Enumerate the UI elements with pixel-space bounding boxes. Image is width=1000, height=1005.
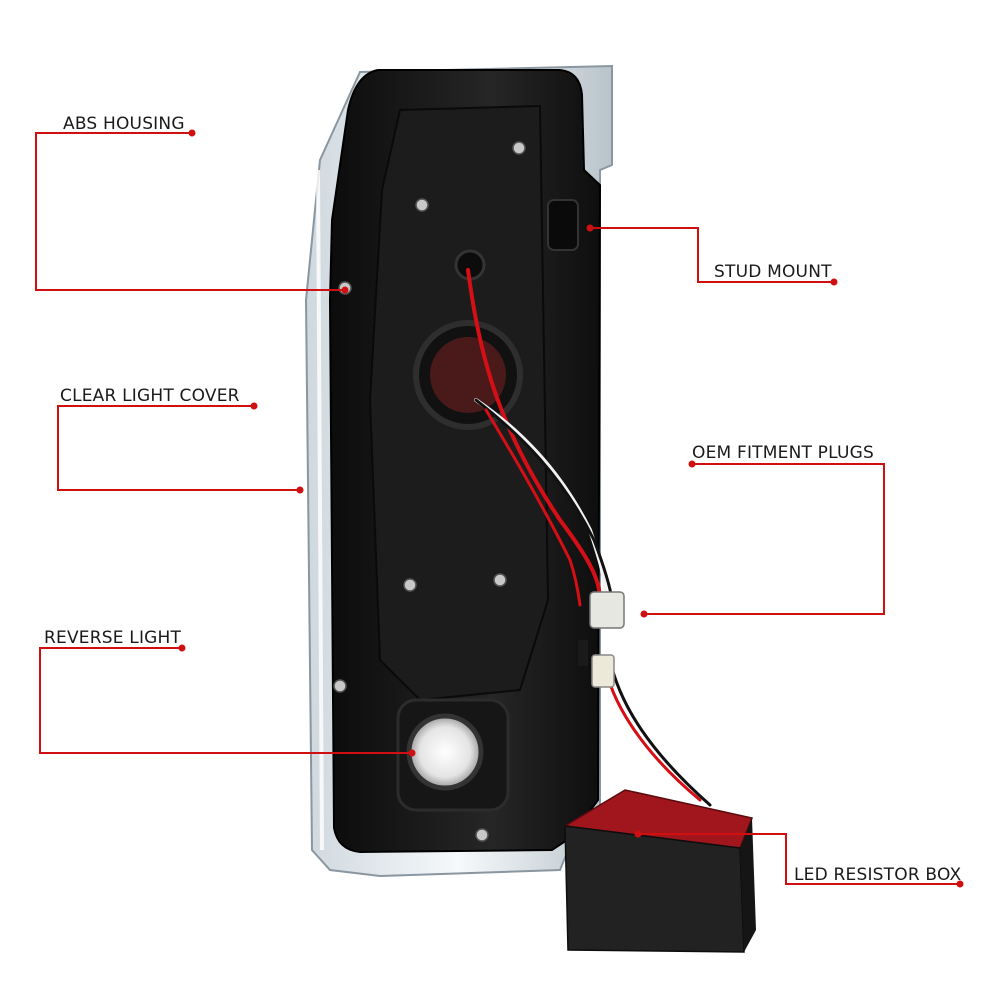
resistor-box-side xyxy=(740,818,756,952)
oem-plug-primary xyxy=(589,591,625,629)
lens-edge-highlight xyxy=(316,169,324,851)
leader-lines xyxy=(35,132,960,885)
mounting-screws xyxy=(333,141,526,842)
wiring-harness xyxy=(466,268,712,807)
callout-stud-mount: STUD MOUNT xyxy=(714,262,832,282)
leader-dots xyxy=(178,129,964,888)
callout-abs-housing: ABS HOUSING xyxy=(63,114,185,134)
upper-socket-inner xyxy=(430,337,506,413)
callout-led-resistor-box: LED RESISTOR BOX xyxy=(794,865,962,885)
stud-mount-shape xyxy=(547,199,579,251)
callout-reverse-light: REVERSE LIGHT xyxy=(44,628,182,648)
callout-clear-light-cover: CLEAR LIGHT COVER xyxy=(60,386,240,406)
plug-clip xyxy=(578,640,588,666)
resistor-box-front xyxy=(564,825,745,953)
callout-oem-fitment-plugs: OEM FITMENT PLUGS xyxy=(692,443,874,463)
oem-plug-secondary xyxy=(591,654,615,688)
reverse-light-bulb xyxy=(406,713,484,791)
